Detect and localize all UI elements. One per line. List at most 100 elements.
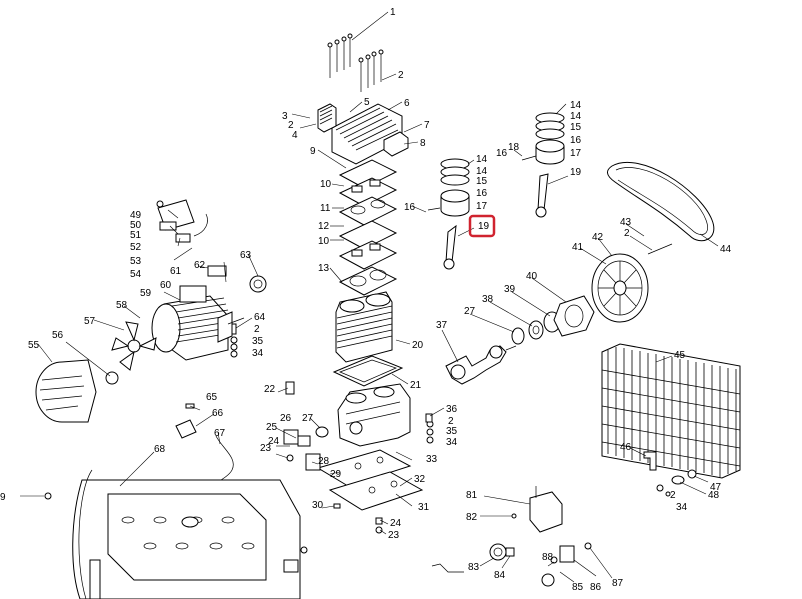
- callout-1[interactable]: 1: [390, 7, 396, 18]
- callout-61[interactable]: 61: [170, 266, 182, 277]
- callout-2[interactable]: 2: [448, 416, 454, 427]
- callout-35[interactable]: 35: [252, 336, 264, 347]
- callout-45[interactable]: 45: [674, 350, 686, 361]
- callout-40[interactable]: 40: [526, 271, 538, 282]
- callout-14[interactable]: 14: [476, 154, 488, 165]
- callout-7[interactable]: 7: [424, 120, 430, 131]
- callout-35[interactable]: 35: [446, 426, 458, 437]
- callout-26[interactable]: 26: [280, 413, 292, 424]
- callout-34[interactable]: 34: [446, 437, 458, 448]
- callout-14[interactable]: 14: [570, 111, 582, 122]
- callout-42[interactable]: 42: [592, 232, 604, 243]
- callout-25[interactable]: 25: [266, 422, 278, 433]
- callout-16[interactable]: 16: [476, 188, 488, 199]
- callout-16[interactable]: 16: [496, 148, 508, 159]
- callout-58[interactable]: 58: [116, 300, 128, 311]
- callout-2[interactable]: 2: [288, 120, 294, 131]
- callout-2[interactable]: 2: [624, 228, 630, 239]
- callout-47[interactable]: 47: [710, 482, 722, 493]
- callout-14[interactable]: 14: [476, 166, 488, 177]
- callout-16[interactable]: 16: [404, 202, 416, 213]
- callout-22[interactable]: 22: [264, 384, 276, 395]
- callout-23[interactable]: 23: [260, 443, 272, 454]
- callout-49[interactable]: 49: [130, 210, 142, 221]
- callout-66[interactable]: 66: [212, 408, 224, 419]
- part-drawings: [35, 33, 741, 599]
- callout-15[interactable]: 15: [570, 122, 582, 133]
- callout-50[interactable]: 50: [130, 220, 142, 231]
- callout-2[interactable]: 2: [670, 490, 676, 501]
- callout-8[interactable]: 8: [420, 138, 426, 149]
- callout-64[interactable]: 64: [254, 312, 266, 323]
- callout-18[interactable]: 18: [508, 142, 520, 153]
- callout-2[interactable]: 2: [398, 70, 404, 81]
- callout-20[interactable]: 20: [412, 340, 424, 351]
- callout-87[interactable]: 87: [612, 578, 624, 589]
- callout-81[interactable]: 81: [466, 490, 478, 501]
- callout-17[interactable]: 17: [570, 148, 582, 159]
- callout-6[interactable]: 6: [404, 98, 410, 109]
- callout-86[interactable]: 86: [590, 582, 602, 593]
- callout-24[interactable]: 24: [390, 518, 402, 529]
- callout-19-highlighted[interactable]: 19: [478, 221, 490, 232]
- callout-13[interactable]: 13: [318, 263, 330, 274]
- callout-55[interactable]: 55: [28, 340, 40, 351]
- callout-3[interactable]: 3: [282, 111, 288, 122]
- callout-36[interactable]: 36: [446, 404, 458, 415]
- callout-2[interactable]: 2: [254, 324, 260, 335]
- callout-21[interactable]: 21: [410, 380, 422, 391]
- callout-84[interactable]: 84: [494, 570, 506, 581]
- callout-5[interactable]: 5: [364, 97, 370, 108]
- callout-37[interactable]: 37: [436, 320, 448, 331]
- callout-83[interactable]: 83: [468, 562, 480, 573]
- callout-38[interactable]: 38: [482, 294, 494, 305]
- callout-16[interactable]: 16: [570, 135, 582, 146]
- callout-82[interactable]: 82: [466, 512, 478, 523]
- callout-88[interactable]: 88: [542, 552, 554, 563]
- callout-27[interactable]: 27: [302, 413, 314, 424]
- callout-59[interactable]: 59: [140, 288, 152, 299]
- callout-23[interactable]: 23: [388, 530, 400, 541]
- callout-31[interactable]: 31: [418, 502, 430, 513]
- callout-67[interactable]: 67: [214, 428, 226, 439]
- callout-10[interactable]: 10: [320, 179, 332, 190]
- callout-60[interactable]: 60: [160, 280, 172, 291]
- callout-51[interactable]: 51: [130, 230, 142, 241]
- callout-30[interactable]: 30: [312, 500, 324, 511]
- callout-48[interactable]: 48: [708, 490, 720, 501]
- callout-41[interactable]: 41: [572, 242, 584, 253]
- callout-44[interactable]: 44: [720, 244, 732, 255]
- callout-9[interactable]: 9: [310, 146, 316, 157]
- callout-27[interactable]: 27: [464, 306, 476, 317]
- callout-9[interactable]: 9: [0, 492, 6, 503]
- callout-39[interactable]: 39: [504, 284, 516, 295]
- callout-32[interactable]: 32: [414, 474, 426, 485]
- callout-14[interactable]: 14: [570, 100, 582, 111]
- callout-15[interactable]: 15: [476, 176, 488, 187]
- callout-4[interactable]: 4: [292, 130, 298, 141]
- callout-43[interactable]: 43: [620, 217, 632, 228]
- callout-54[interactable]: 54: [130, 269, 142, 280]
- callout-28[interactable]: 28: [318, 456, 330, 467]
- crankcase: [337, 383, 411, 447]
- callout-53[interactable]: 53: [130, 256, 142, 267]
- callout-12[interactable]: 12: [318, 221, 330, 232]
- callout-85[interactable]: 85: [572, 582, 584, 593]
- callout-56[interactable]: 56: [52, 330, 64, 341]
- callout-17[interactable]: 17: [476, 201, 488, 212]
- callout-52[interactable]: 52: [130, 242, 142, 253]
- callout-34[interactable]: 34: [252, 348, 264, 359]
- callout-65[interactable]: 65: [206, 392, 218, 403]
- callout-63[interactable]: 63: [240, 250, 252, 261]
- callout-10[interactable]: 10: [318, 236, 330, 247]
- callout-19[interactable]: 19: [570, 167, 582, 178]
- callout-68[interactable]: 68: [154, 444, 166, 455]
- callout-33[interactable]: 33: [426, 454, 438, 465]
- callout-29[interactable]: 29: [330, 469, 342, 480]
- callout-46[interactable]: 46: [620, 442, 632, 453]
- callout-57[interactable]: 57: [84, 316, 96, 327]
- callout-24[interactable]: 24: [268, 436, 280, 447]
- callout-34[interactable]: 34: [676, 502, 688, 513]
- callout-62[interactable]: 62: [194, 260, 206, 271]
- callout-11[interactable]: 11: [320, 203, 331, 214]
